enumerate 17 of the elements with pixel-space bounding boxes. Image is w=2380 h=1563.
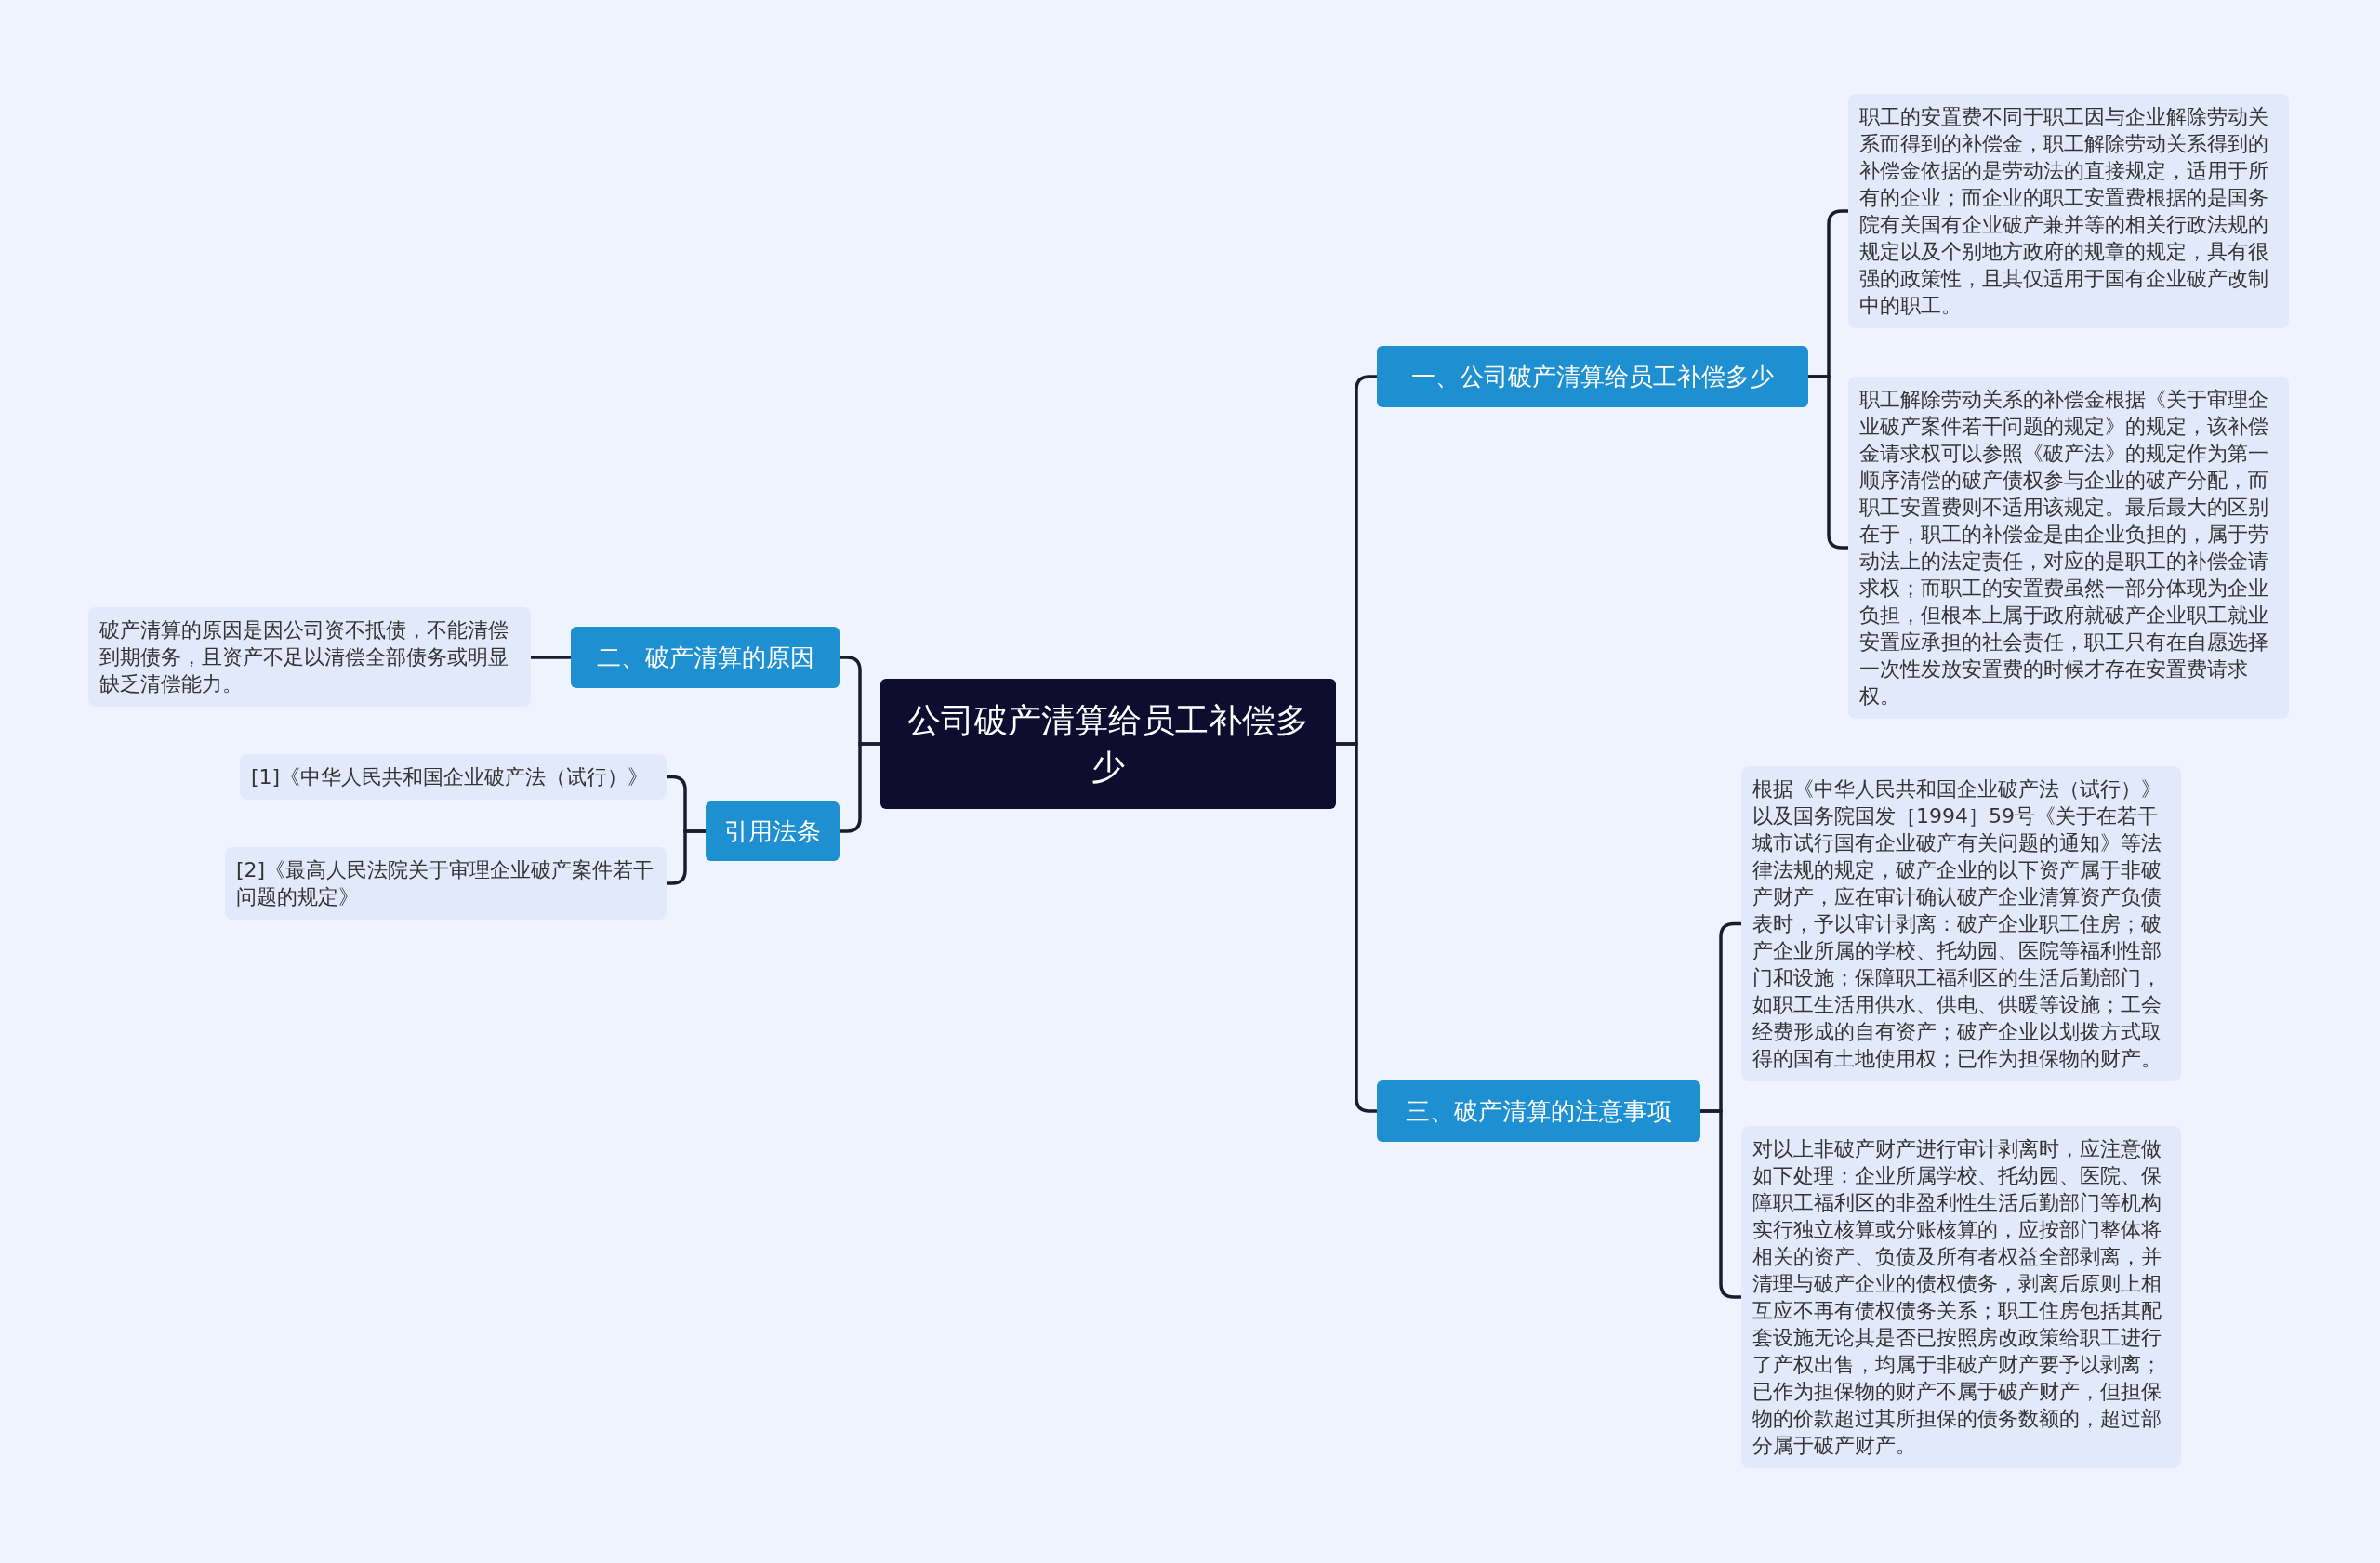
text-box: 职工解除劳动关系的补偿金根据《关于审理企业破产案件若干问题的规定》的规定，该补偿金请求权可以参照《破产法》的规定作为第一顺序清偿的破产债权参与企业的破产分配，而职工安置费则不适用该规定。最后最大的区别在于，职工的补偿金是由企业负担的，属于劳动法上的法定责任，对应的是职工的补偿金请求权；而职工的安置费虽然一部分体现为企业负担，但根本上属于政府就破产企业职工就业安置应承担的社会责任，职工只有在自愿选择一次性发放安置费的时候才存在安置费请求权。 (1848, 377, 2289, 719)
text-box: 对以上非破产财产进行审计剥离时，应注意做如下处理：企业所属学校、托幼园、医院、保障职工福利区的非盈利性生活后勤部门等机构实行独立核算或分账核算的，应按部门整体将相关的资产、负债及所有者权益全部剥离，并清理与破产企业的债权债务，剥离后原则上相互应不再有债权债务关系；职工住房包括其配套设施无论其是否已按照房改政策给职工进行了产权出售，均属于非破产财产要予以剥离；已作为担保物的财产不属于破产财产，但担保物的价款超过其所担保的债务数额的，超过部分属于破产财产。 (1741, 1126, 2181, 1468)
text-box: [1]《中华人民共和国企业破产法（试行）》 (240, 754, 667, 800)
connector-line (1336, 742, 1377, 1113)
topic-box: 一、公司破产清算给员工补偿多少 (1377, 346, 1808, 407)
connector-line (840, 742, 880, 833)
text-box: [2]《最高人民法院关于审理企业破产案件若干问题的规定》 (225, 847, 667, 920)
topic-box: 引用法条 (706, 801, 840, 861)
topic-box: 三、破产清算的注意事项 (1377, 1080, 1700, 1142)
connector-line (1700, 1109, 1741, 1299)
topic-box: 二、破产清算的原因 (571, 627, 840, 688)
connector-line (1808, 375, 1848, 550)
connector-line (531, 656, 571, 659)
text-box: 破产清算的原因是因公司资不抵债，不能清偿到期债务，且资产不足以清偿全部债务或明显缺乏清偿能力。 (88, 607, 531, 707)
central-topic-box: 公司破产清算给员工补偿多少 (880, 679, 1336, 809)
text-box: 根据《中华人民共和国企业破产法（试行）》以及国务院国发［1994］59号《关于在若干城市试行国有企业破产有关问题的通知》等法律法规的规定，破产企业的以下资产属于非破产财产，应在审计确认破产企业清算资产负债表时，予以审计剥离：破产企业职工住房；破产企业所属的学校、托幼园、医院等福利性部门和设施；保障职工福利区的生活后勤部门，如职工生活用供水、供电、供暖等设施；工会经费形成的自有资产；破产企业以划拨方式取得的国有土地使用权；已作为担保物的财产。 (1741, 766, 2181, 1081)
text-box: 职工的安置费不同于职工因与企业解除劳动关系而得到的补偿金，职工解除劳动关系得到的补偿金依据的是劳动法的直接规定，适用于所有的企业；而企业的职工安置费根据的是国务院有关国有企业破产兼并等的相关行政法规的规定以及个别地方政府的规章的规定，具有很强的政策性，且其仅适用于国有企业破产改制中的职工。 (1848, 94, 2289, 328)
